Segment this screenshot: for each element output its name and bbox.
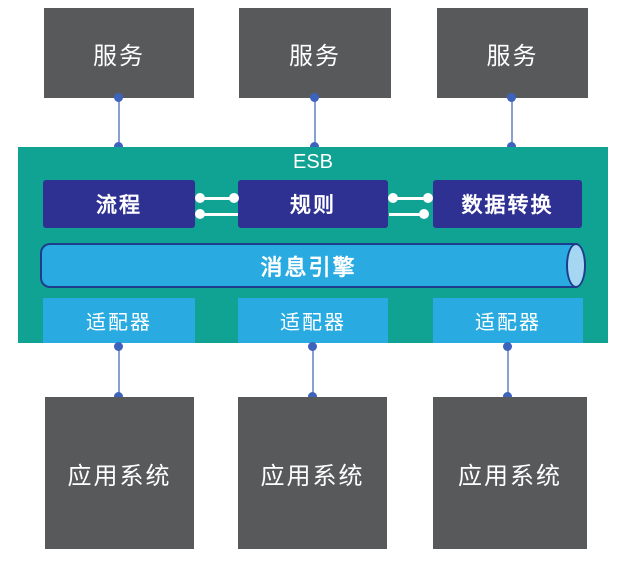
application-label: 应用系统	[67, 462, 172, 490]
connector-line	[314, 98, 316, 147]
connector-line	[511, 98, 513, 147]
component-connector-dot	[229, 193, 239, 203]
application-box-1: 应用系统	[45, 397, 194, 549]
connector-dot	[114, 142, 123, 151]
adapter-label: 适配器	[475, 312, 541, 334]
adapter-label: 适配器	[86, 312, 152, 334]
component-connector-line	[389, 213, 427, 216]
service-label: 服务	[289, 42, 341, 70]
connector-line	[312, 346, 314, 396]
connector-dot	[507, 142, 516, 151]
connector-dot	[308, 342, 317, 351]
message-engine-cylinder	[40, 243, 577, 288]
component-label: 流程	[96, 194, 142, 217]
service-label: 服务	[486, 42, 539, 70]
adapter-box-2: 适配器	[238, 298, 388, 343]
component-connector-line	[197, 197, 237, 200]
component-label: 规则	[290, 194, 336, 217]
service-box-1: 服务	[44, 8, 194, 98]
connector-dot	[507, 93, 516, 102]
service-box-3: 服务	[437, 8, 588, 98]
connector-line	[507, 346, 509, 396]
connector-dot	[308, 392, 317, 401]
component-box-process: 流程	[43, 180, 195, 228]
connector-dot	[503, 342, 512, 351]
connector-dot	[114, 93, 123, 102]
component-box-rules: 规则	[238, 180, 388, 228]
application-label: 应用系统	[260, 462, 365, 490]
connector-dot	[114, 342, 123, 351]
connector-line	[118, 98, 120, 147]
component-connector-dot	[388, 193, 398, 203]
component-connector-line	[390, 197, 431, 200]
connector-dot	[503, 392, 512, 401]
service-box-2: 服务	[239, 8, 391, 98]
connector-dot	[310, 93, 319, 102]
connector-dot	[310, 142, 319, 151]
connector-line	[118, 346, 120, 396]
component-label: 数据转换	[461, 194, 554, 217]
component-connector-dot	[195, 193, 205, 203]
message-engine-cap	[566, 243, 586, 288]
component-connector-dot	[195, 209, 205, 219]
esb-title: ESB	[292, 151, 334, 173]
connector-dot	[114, 392, 123, 401]
component-connector-dot	[419, 209, 429, 219]
application-label: 应用系统	[458, 462, 562, 490]
component-box-data-transform: 数据转换	[433, 180, 582, 228]
application-box-2: 应用系统	[238, 397, 387, 549]
component-connector-dot	[423, 193, 433, 203]
service-label: 服务	[93, 42, 145, 70]
adapter-label: 适配器	[280, 312, 346, 334]
application-box-3: 应用系统	[433, 397, 587, 549]
adapter-box-3: 适配器	[433, 298, 583, 343]
adapter-box-1: 适配器	[43, 298, 195, 343]
message-engine-label: 消息引擎	[260, 254, 357, 280]
component-connector-line	[197, 213, 238, 216]
